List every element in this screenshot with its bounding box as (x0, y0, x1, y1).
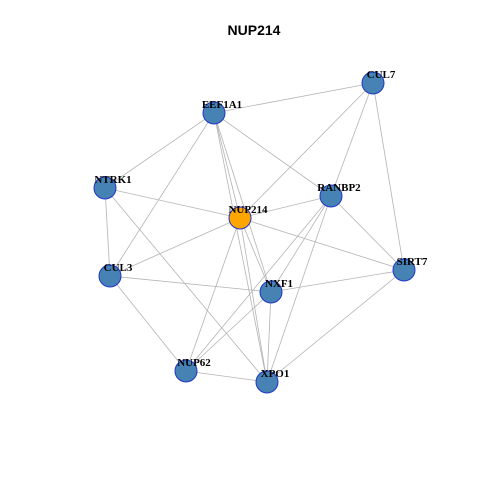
edge-cul3-nxf1 (109, 275, 272, 293)
node-cul3 (98, 264, 122, 288)
edge-eef1a1-cul3 (109, 112, 215, 277)
node-nup62 (174, 359, 198, 383)
node-nxf1 (259, 280, 283, 304)
node-ntrk1 (93, 176, 117, 200)
edge-eef1a1-cul7 (213, 82, 374, 114)
edge-ranbp2-sirt7 (330, 195, 405, 271)
edge-nup214-cul3 (109, 217, 241, 277)
edge-ntrk1-nup214 (104, 187, 241, 219)
edge-ntrk1-xpo1 (104, 187, 268, 383)
node-cul7 (361, 71, 385, 95)
edge-eef1a1-nxf1 (213, 112, 272, 293)
edge-nup214-ranbp2 (239, 195, 332, 219)
edge-sirt7-nxf1 (270, 269, 405, 293)
edge-layer (104, 82, 405, 383)
edge-nup214-xpo1 (239, 217, 268, 383)
edge-ranbp2-nup62 (185, 195, 332, 372)
edge-nup214-sirt7 (239, 217, 405, 271)
node-eef1a1 (202, 101, 226, 125)
edge-cul7-ranbp2 (330, 82, 374, 197)
node-layer: NUP214 EEF1A1 CUL7NTRK1RANBP2SIRT7CUL3NXF1… (93, 69, 428, 394)
node-label-ntrk1: NTRK1 (94, 174, 131, 186)
edge-nup214-nxf1 (239, 217, 272, 293)
edge-cul7-nup214 (239, 82, 374, 219)
node-label-cul3: CUL3 (104, 262, 133, 274)
node-label-nxf1: NXF1 (265, 278, 293, 290)
node-label-nup214: NUP214 (228, 204, 268, 216)
chart-title: NUP214 (228, 22, 281, 38)
edge-eef1a1-ranbp2 (213, 112, 332, 197)
node-label-nup62: NUP62 (177, 357, 211, 369)
node-nup214 (228, 206, 252, 230)
node-label-eef1a1: EEF1A1 (202, 99, 242, 111)
edge-nxf1-nup62 (185, 291, 272, 372)
node-label-ranbp2: RANBP2 (317, 182, 361, 194)
node-xpo1 (255, 370, 279, 394)
edge-eef1a1-ntrk1 (104, 112, 215, 189)
edge-nup62-xpo1 (185, 370, 268, 383)
edge-cul7-sirt7 (372, 82, 405, 271)
edge-ranbp2-xpo1 (266, 195, 332, 383)
edge-ranbp2-nxf1 (270, 195, 332, 293)
node-label-sirt7: SIRT7 (397, 256, 428, 268)
edge-ntrk1-cul3 (104, 187, 111, 277)
edge-nup214-nup62 (185, 217, 241, 372)
edge-cul3-nup62 (109, 275, 187, 372)
node-sirt7 (392, 258, 416, 282)
edge-sirt7-xpo1 (266, 269, 405, 383)
node-label-xpo1: XPO1 (261, 368, 290, 380)
edge-nxf1-xpo1 (266, 291, 272, 383)
node-label-cul7: CUL7 (367, 69, 396, 81)
edge-eef1a1-nup214 (213, 112, 241, 219)
node-ranbp2 (319, 184, 343, 208)
edge-eef1a1-xpo1 (213, 112, 268, 383)
